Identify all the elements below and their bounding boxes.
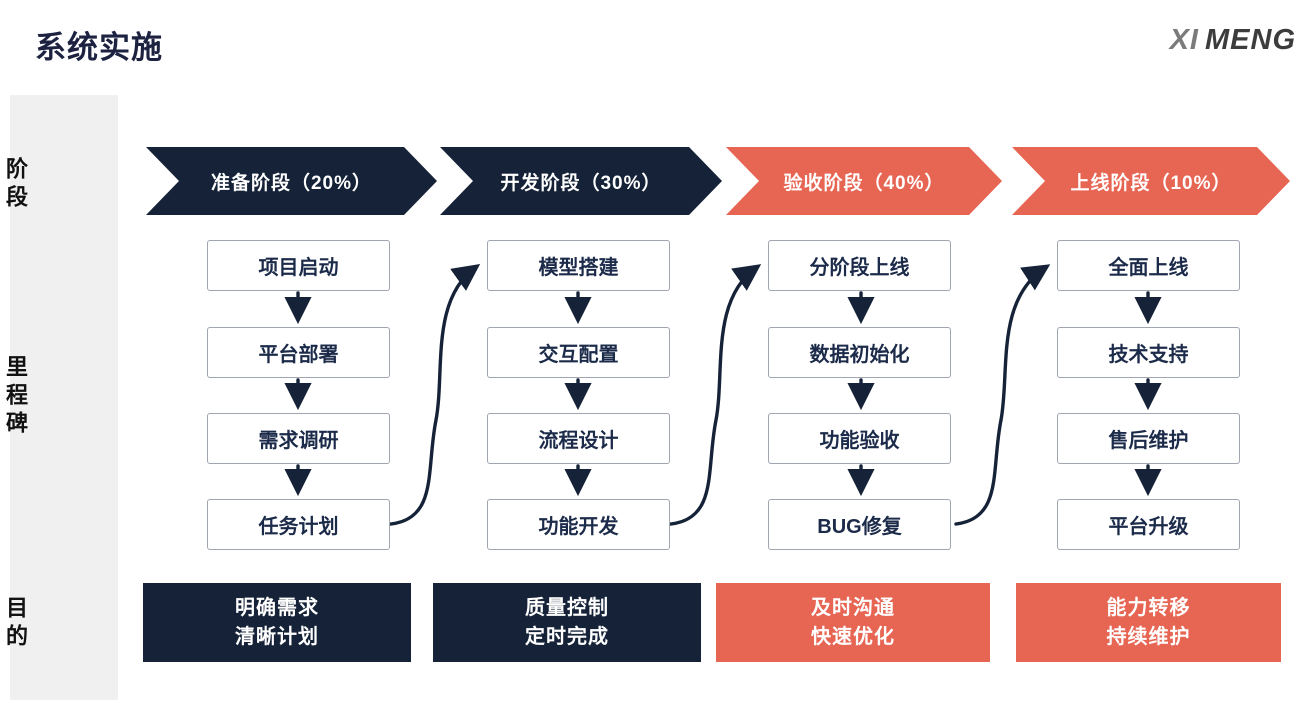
s-curve-connector [954, 264, 1051, 526]
milestone-box: 售后维护 [1057, 413, 1240, 464]
milestone-box: 交互配置 [487, 327, 670, 378]
milestone-box: 功能验收 [768, 413, 951, 464]
phase-arrow-develop: 开发阶段（30%） [440, 147, 722, 215]
purpose-line: 质量控制 [525, 596, 609, 619]
purpose-box: 质量控制 定时完成 [433, 583, 701, 662]
phase-arrow-launch: 上线阶段（10%） [1012, 147, 1290, 215]
page-title: 系统实施 [35, 30, 163, 65]
phase-arrow-prepare: 准备阶段（20%） [146, 147, 437, 215]
milestone-box: BUG修复 [768, 499, 951, 550]
milestone-box: 全面上线 [1057, 240, 1240, 291]
purpose-line: 持续维护 [1106, 625, 1191, 648]
purpose-line: 快速优化 [811, 625, 895, 648]
s-curve-connector [669, 264, 762, 526]
purpose-box: 能力转移 持续维护 [1016, 583, 1281, 662]
purpose-line: 清晰计划 [235, 625, 319, 648]
purpose-line: 定时完成 [525, 625, 609, 648]
sidebar-rail [10, 95, 118, 700]
phase-arrow-acceptance: 验收阶段（40%） [726, 147, 1002, 215]
milestone-box: 任务计划 [207, 499, 390, 550]
rail-label-phase: 阶段 [3, 157, 28, 213]
s-curve-connector [389, 264, 481, 526]
milestone-box: 需求调研 [207, 413, 390, 464]
milestone-box: 平台升级 [1057, 499, 1240, 550]
milestone-box: 功能开发 [487, 499, 670, 550]
milestone-box: 流程设计 [487, 413, 670, 464]
logo-xi-mark: XI [1169, 24, 1199, 56]
purpose-box: 及时沟通 快速优化 [716, 583, 990, 662]
logo-wordmark: MENG [1205, 24, 1296, 56]
purpose-line: 能力转移 [1106, 596, 1191, 619]
milestone-box: 技术支持 [1057, 327, 1240, 378]
milestone-box: 数据初始化 [768, 327, 951, 378]
milestone-box: 分阶段上线 [768, 240, 951, 291]
milestone-box: 平台部署 [207, 327, 390, 378]
purpose-line: 明确需求 [235, 596, 319, 619]
purpose-box: 明确需求 清晰计划 [143, 583, 411, 662]
rail-label-purpose: 目的 [3, 596, 28, 652]
milestone-box: 模型搭建 [487, 240, 670, 291]
rail-label-milestone: 里程碑 [3, 355, 28, 439]
purpose-line: 及时沟通 [811, 596, 895, 619]
milestone-box: 项目启动 [207, 240, 390, 291]
